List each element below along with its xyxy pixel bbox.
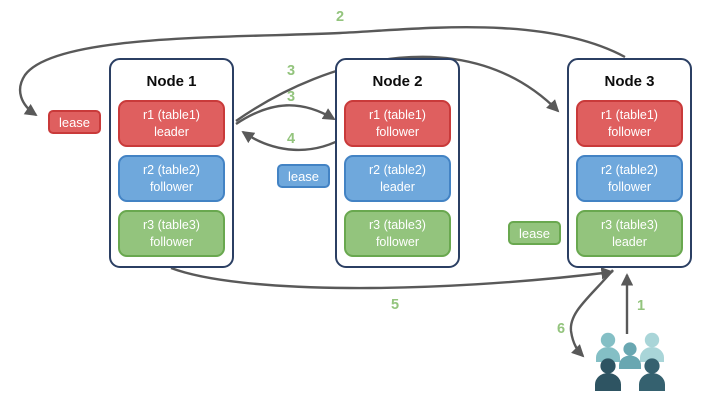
replica-name: r3 (table3) [369,218,426,232]
node-1-title: Node 1 [146,73,197,90]
node-2: Node 2 r1 (table1) follower r2 (table2) … [335,58,460,268]
step-label-3b: 3 [286,89,296,105]
replica-name: r3 (table3) [601,218,658,232]
lease-badge-r2: lease [277,164,330,188]
step-label-6: 6 [556,321,566,337]
node-3: Node 3 r1 (table1) follower r2 (table2) … [567,58,692,268]
node-1: Node 1 r1 (table1) leader r2 (table2) fo… [109,58,234,268]
user-bottom-right [639,358,665,391]
arrow-step5-node1-to-node3 [170,266,614,290]
arrow-step3-leader-to-node3-follower [235,55,560,122]
arrow-step6-node3-to-users [569,269,614,358]
replica-role: leader [612,234,647,249]
node-3-title: Node 3 [604,73,655,90]
replica-name: r2 (table2) [369,163,426,177]
node-2-replica-r2: r2 (table2) leader [344,155,451,202]
step-label-4: 4 [286,131,296,147]
arrow-step3-leader-to-node2-follower [235,104,336,125]
user-top-right [640,332,664,362]
node-1-replica-r2: r2 (table2) follower [118,155,225,202]
replica-role: follower [607,179,652,194]
replica-name: r1 (table1) [601,108,658,122]
replica-role: follower [149,179,194,194]
node-3-replica-r1: r1 (table1) follower [576,100,683,147]
step-label-2: 2 [335,9,345,25]
step-label-5: 5 [390,297,400,313]
user-bottom-left [595,358,621,391]
replica-name: r3 (table3) [143,218,200,232]
arrow-step2-node3-to-lease [18,26,626,117]
users-group-icon [595,332,665,391]
replica-name: r2 (table2) [601,163,658,177]
replica-name: r2 (table2) [143,163,200,177]
step-label-3a: 3 [286,63,296,79]
step-label-1: 1 [636,298,646,314]
replica-role: follower [607,124,652,139]
replica-name: r1 (table1) [369,108,426,122]
node-1-replica-r1: r1 (table1) leader [118,100,225,147]
replica-role: leader [154,124,189,139]
lease-badge-r3: lease [508,221,561,245]
user-top-left [596,332,620,362]
node-3-replica-r3: r3 (table3) leader [576,210,683,257]
node-1-replica-r3: r3 (table3) follower [118,210,225,257]
replica-role: follower [375,234,420,249]
node-3-replica-r2: r2 (table2) follower [576,155,683,202]
node-2-title: Node 2 [372,73,423,90]
node-2-replica-r3: r3 (table3) follower [344,210,451,257]
replica-role: leader [380,179,415,194]
replica-role: follower [375,124,420,139]
lease-badge-r1: lease [48,110,101,134]
node-2-replica-r1: r1 (table1) follower [344,100,451,147]
replica-role: follower [149,234,194,249]
user-center [619,342,641,369]
replica-name: r1 (table1) [143,108,200,122]
